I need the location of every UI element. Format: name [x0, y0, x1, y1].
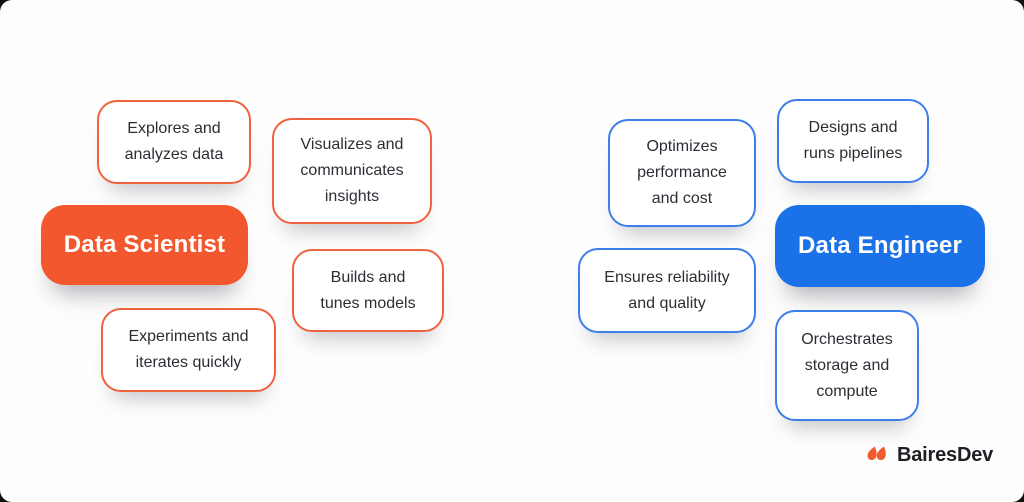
scientist-box-experiments: Experiments and iterates quickly	[101, 308, 276, 392]
box-line: communicates	[300, 162, 404, 179]
box-line: Designs and	[808, 119, 898, 136]
engineer-box-ensures: Ensures reliability and quality	[578, 248, 756, 333]
data-engineer-title: Data Engineer	[798, 232, 962, 259]
box-line: tunes models	[320, 294, 416, 312]
box-line: Builds and	[330, 268, 406, 286]
box-line: iterates quickly	[135, 354, 242, 371]
box-line: Visualizes and	[300, 136, 404, 153]
box-line: insights	[324, 188, 380, 205]
box-line: performance	[637, 164, 727, 181]
bairesdev-logo: BairesDev	[866, 443, 993, 467]
scientist-box-builds: Builds and tunes models	[292, 249, 444, 332]
engineer-box-optimizes: Optimizes performance and cost	[608, 119, 756, 227]
engineer-box-orchestrates: Orchestrates storage and compute	[775, 310, 919, 421]
box-line: Explores and	[127, 120, 221, 137]
data-scientist-title-card: Data Scientist	[41, 205, 248, 285]
scientist-box-explores: Explores and analyzes data	[97, 100, 251, 184]
box-line: Ensures reliability	[604, 268, 730, 286]
scientist-box-visualizes: Visualizes and communicates insights	[272, 118, 432, 224]
box-line: Experiments and	[128, 328, 249, 345]
box-line: Orchestrates	[801, 330, 893, 348]
box-line: and quality	[628, 294, 706, 312]
data-engineer-title-card: Data Engineer	[775, 205, 985, 287]
box-line: compute	[816, 382, 878, 400]
box-line: Optimizes	[646, 138, 718, 155]
box-line: runs pipelines	[803, 145, 903, 162]
bairesdev-logo-text: BairesDev	[897, 444, 994, 466]
engineer-box-designs: Designs and runs pipelines	[777, 99, 929, 183]
data-scientist-title: Data Scientist	[63, 231, 226, 258]
bairesdev-petals-icon	[866, 445, 892, 465]
box-line: storage and	[804, 356, 890, 374]
box-line: analyzes data	[124, 146, 224, 163]
box-line: and cost	[651, 190, 713, 207]
